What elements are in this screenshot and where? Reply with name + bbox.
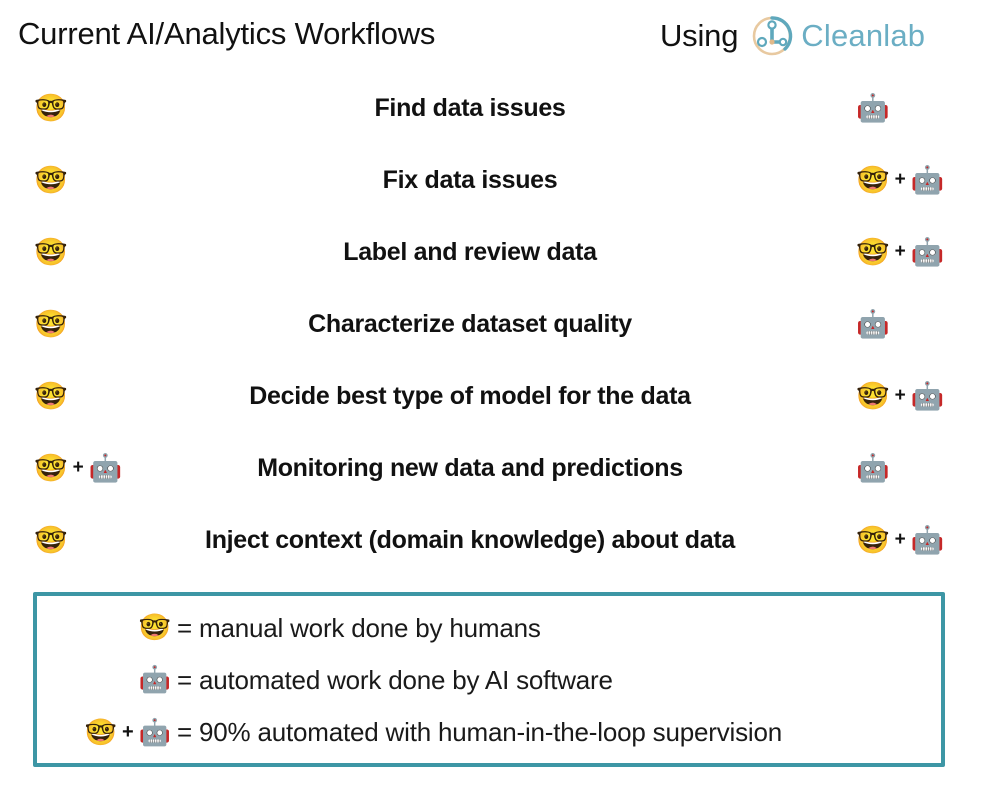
workflow-row: 🤓 Find data issues 🤖 <box>0 72 986 144</box>
row-label: Decide best type of model for the data <box>249 381 691 410</box>
actor-group: 🤓 <box>34 527 68 554</box>
workflow-row: 🤓 + 🤖 Monitoring new data and prediction… <box>0 432 986 504</box>
human-icon: 🤓 <box>856 524 890 556</box>
legend-item: 🤓 = manual work done by humans <box>37 602 941 654</box>
plus-sign: + <box>894 529 906 550</box>
using-label: Using <box>660 18 739 53</box>
row-label: Fix data issues <box>382 165 558 194</box>
legend-label: = manual work done by humans <box>177 612 541 643</box>
row-left-actor: 🤓 <box>0 288 160 360</box>
human-icon: 🤓 <box>138 613 171 644</box>
row-right-actor: 🤓 + 🤖 <box>840 144 986 216</box>
human-icon: 🤓 <box>856 164 890 196</box>
row-right-actor: 🤓 + 🤖 <box>840 504 986 576</box>
actor-group: 🤓 + 🤖 <box>856 239 944 266</box>
actor-group: 🤖 <box>856 455 890 482</box>
robot-icon: 🤖 <box>856 308 890 340</box>
row-left-actor: 🤓 <box>0 144 160 216</box>
legend-box: 🤓 = manual work done by humans 🤖 = autom… <box>33 592 945 767</box>
human-icon: 🤓 <box>34 92 68 124</box>
human-icon: 🤓 <box>34 524 68 556</box>
row-right-actor: 🤖 <box>840 288 986 360</box>
row-right-actor: 🤖 <box>840 72 986 144</box>
actor-group: 🤓 + 🤖 <box>856 383 944 410</box>
actor-group: 🤖 <box>856 311 890 338</box>
row-left-actor: 🤓 + 🤖 <box>0 432 160 504</box>
human-icon: 🤓 <box>856 380 890 412</box>
robot-icon: 🤖 <box>910 380 945 412</box>
human-icon: 🤓 <box>34 236 68 268</box>
actor-group: 🤓 <box>34 95 68 122</box>
legend-item: 🤓 + 🤖 = 90% automated with human-in-the-… <box>37 707 941 759</box>
cleanlab-logo-icon <box>750 14 794 58</box>
actor-group: 🤖 <box>856 95 890 122</box>
actor-group: 🤓 <box>34 239 68 266</box>
robot-icon: 🤖 <box>910 236 945 268</box>
header: Current AI/Analytics Workflows Using Cle… <box>0 0 986 72</box>
workflow-row: 🤓 Fix data issues 🤓 + 🤖 <box>0 144 986 216</box>
row-left-actor: 🤓 <box>0 216 160 288</box>
actor-group: 🤓 <box>34 167 68 194</box>
legend-label: = automated work done by AI software <box>177 664 613 695</box>
cleanlab-brand: Cleanlab <box>750 14 925 58</box>
legend-key: 🤓 + 🤖 <box>45 720 177 746</box>
row-label: Label and review data <box>343 237 597 266</box>
actor-group: 🤓 + 🤖 <box>856 167 944 194</box>
legend-key: 🤓 <box>45 615 177 641</box>
human-icon: 🤓 <box>84 717 117 748</box>
row-right-actor: 🤓 + 🤖 <box>840 360 986 432</box>
row-label: Monitoring new data and predictions <box>257 453 683 482</box>
actor-group: 🤓 <box>34 383 68 410</box>
actor-group: 🤓 + 🤖 <box>34 455 122 482</box>
row-left-actor: 🤓 <box>0 504 160 576</box>
workflow-rows: 🤓 Find data issues 🤖 🤓 Fix data issues 🤓 <box>0 72 986 576</box>
plus-sign: + <box>894 385 906 406</box>
robot-icon: 🤖 <box>856 92 890 124</box>
workflow-row: 🤓 Label and review data 🤓 + 🤖 <box>0 216 986 288</box>
human-icon: 🤓 <box>34 452 68 484</box>
header-brand-area: Using Cleanlab <box>660 14 925 58</box>
cleanlab-wordmark: Cleanlab <box>801 18 926 53</box>
plus-sign: + <box>894 169 906 190</box>
plus-sign: + <box>121 721 134 744</box>
robot-icon: 🤖 <box>138 665 171 696</box>
row-right-actor: 🤖 <box>840 432 986 504</box>
robot-icon: 🤖 <box>910 524 945 556</box>
row-right-actor: 🤓 + 🤖 <box>840 216 986 288</box>
robot-icon: 🤖 <box>910 164 945 196</box>
plus-sign: + <box>894 241 906 262</box>
legend-label: = 90% automated with human-in-the-loop s… <box>177 717 782 748</box>
workflow-row: 🤓 Characterize dataset quality 🤖 <box>0 288 986 360</box>
plus-sign: + <box>72 457 84 478</box>
legend-item: 🤖 = automated work done by AI software <box>37 654 941 706</box>
robot-icon: 🤖 <box>88 452 123 484</box>
row-label: Characterize dataset quality <box>308 309 632 338</box>
row-left-actor: 🤓 <box>0 72 160 144</box>
human-icon: 🤓 <box>856 236 890 268</box>
workflow-row: 🤓 Decide best type of model for the data… <box>0 360 986 432</box>
actor-group: 🤓 + 🤖 <box>856 527 944 554</box>
robot-icon: 🤖 <box>856 452 890 484</box>
actor-group: 🤓 <box>34 311 68 338</box>
row-label: Inject context (domain knowledge) about … <box>205 525 735 554</box>
legend-key: 🤖 <box>45 667 177 693</box>
robot-icon: 🤖 <box>138 717 171 748</box>
human-icon: 🤓 <box>34 380 68 412</box>
row-left-actor: 🤓 <box>0 360 160 432</box>
workflow-row: 🤓 Inject context (domain knowledge) abou… <box>0 504 986 576</box>
page-title: Current AI/Analytics Workflows <box>18 16 436 51</box>
row-label: Find data issues <box>374 93 566 122</box>
human-icon: 🤓 <box>34 164 68 196</box>
human-icon: 🤓 <box>34 308 68 340</box>
